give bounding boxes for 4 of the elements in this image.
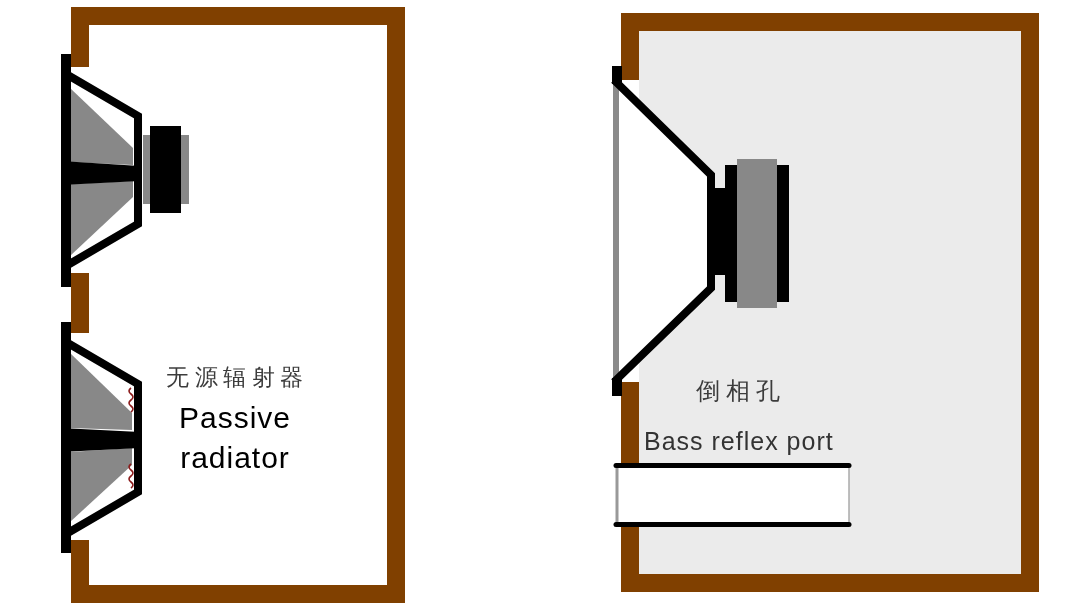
part-label: Passive radiator — [177, 400, 292, 476]
part-label: Bass reflex port — [644, 426, 835, 456]
part-label: 倒相孔 — [696, 376, 787, 406]
part-label: 无源辐射器 — [166, 363, 310, 392]
